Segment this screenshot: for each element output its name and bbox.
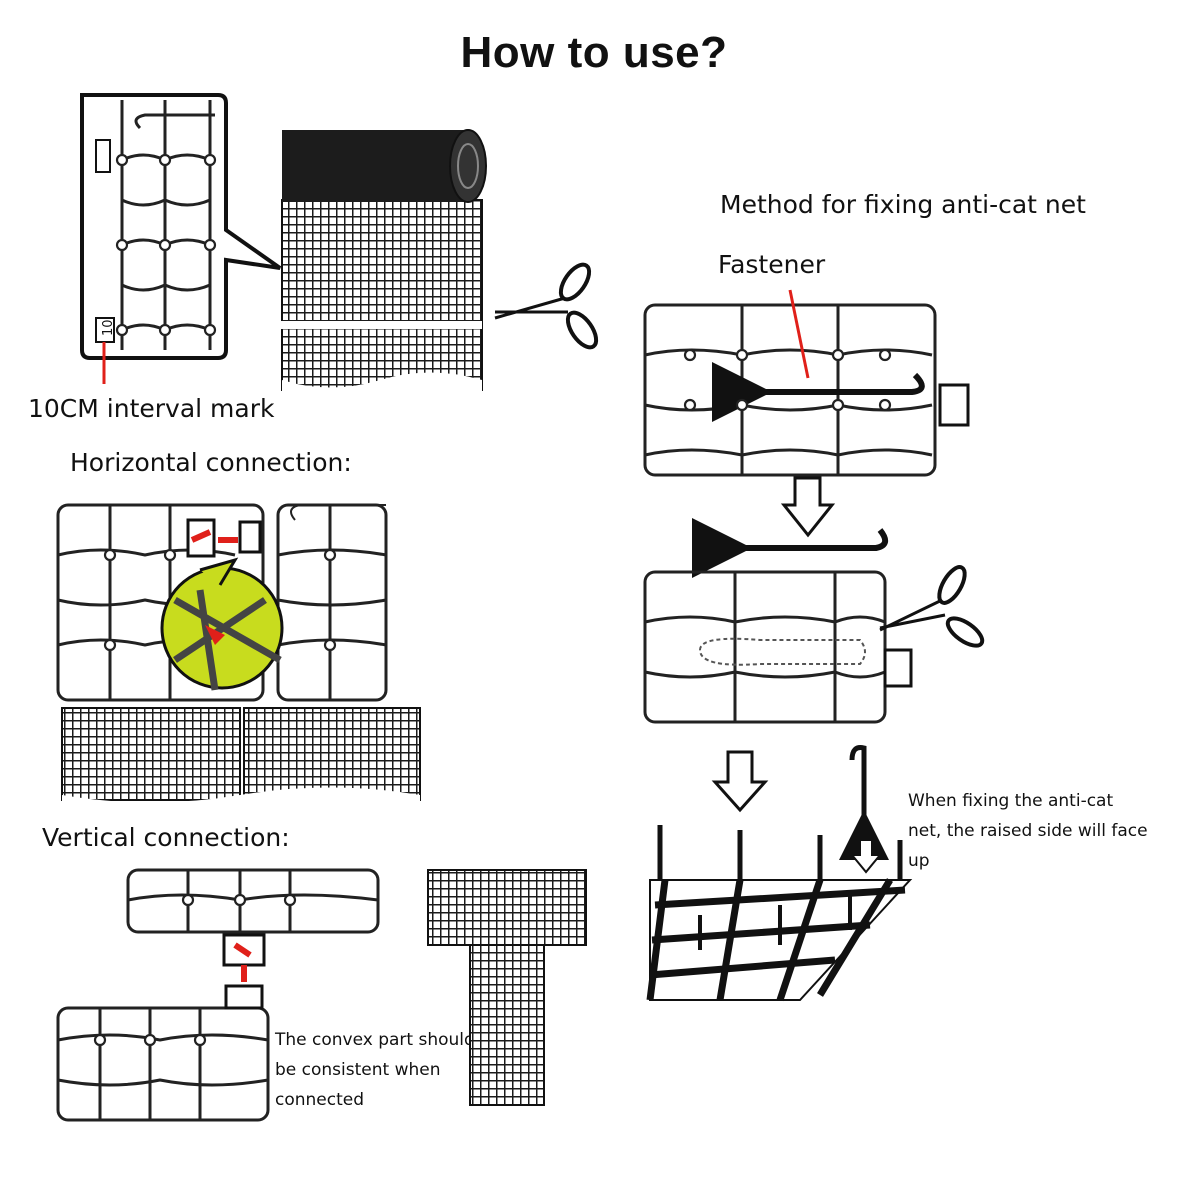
raised-side-note: When fixing the anti-cat net, the raised… (908, 791, 1148, 871)
method-heading: Method for fixing anti-cat net (720, 190, 1086, 219)
vertical-connection (56, 868, 587, 1122)
fastener-down-icon (839, 745, 889, 860)
down-arrow-icon (780, 476, 836, 538)
scissors-icon (494, 262, 599, 350)
vertical-connection-label: Vertical connection: (42, 823, 290, 852)
interval-mark-callout: 10 (80, 93, 282, 384)
fastener-arrow-icon (692, 518, 889, 578)
page-title: How to use? (460, 28, 728, 77)
fastener-panel (643, 289, 970, 477)
convex-part-note: The convex part should be consistent whe… (275, 1030, 475, 1110)
interval-tag-text: 10 (101, 319, 116, 336)
small-down-arrow-icon (849, 839, 883, 874)
interval-mark-label: 10CM interval mark (28, 394, 275, 423)
horizontal-connection (56, 503, 421, 805)
trimmed-panel (643, 565, 985, 724)
horizontal-connection-label: Horizontal connection: (70, 448, 352, 477)
fastener-label: Fastener (718, 250, 826, 279)
net-roll (280, 129, 487, 392)
down-arrow-icon-2 (711, 750, 769, 813)
spiked-net (646, 825, 913, 1002)
